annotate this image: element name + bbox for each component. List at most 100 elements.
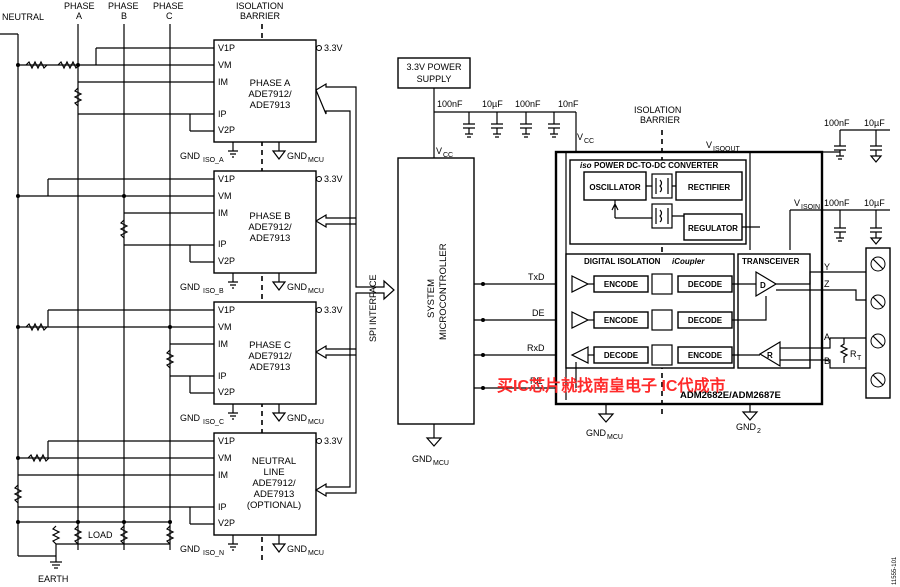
visoin: V	[794, 198, 800, 208]
supply-3v3: 3.3V	[324, 436, 343, 446]
isopower-prefix: iso	[580, 161, 592, 170]
adc-ground-symbols	[228, 142, 287, 553]
supply-3v3: 3.3V	[324, 43, 343, 53]
bus-a: A	[824, 332, 830, 342]
adm-gnd1	[597, 404, 615, 423]
cap-100nf-3: 100nF	[824, 118, 850, 128]
pin-im: IM	[218, 77, 228, 87]
adc-optional: (OPTIONAL)	[247, 500, 301, 511]
adc-name: PHASE C	[249, 340, 291, 351]
gnd2-sub: 2	[757, 428, 761, 435]
gnd-iso: GND	[180, 282, 201, 292]
system-microcontroller	[397, 157, 475, 425]
pin-v2p: V2P	[218, 125, 235, 135]
power-supply-line-2: SUPPLY	[417, 74, 452, 84]
power-supply-box	[397, 57, 471, 89]
phase-b-label: PHASE	[108, 1, 139, 11]
supply-3v3: 3.3V	[324, 174, 343, 184]
encode-txd: ENCODE	[604, 280, 639, 289]
adc-part-1: ADE7912/	[248, 222, 292, 233]
decode-de: DECODE	[688, 316, 723, 325]
adc-name: PHASE A	[250, 78, 291, 89]
pin-ip: IP	[218, 502, 227, 512]
visoout: V	[706, 140, 712, 150]
bus-b: B	[824, 356, 830, 366]
input-capacitors	[463, 112, 560, 138]
transceiver-label: TRANSCEIVER	[742, 257, 800, 266]
channel-txd	[571, 273, 733, 295]
output-capacitors	[834, 129, 890, 245]
rt-sub: T	[857, 355, 862, 362]
adc-phase-b: V1P VM IM IP V2P PHASE B ADE7912/ ADE791…	[180, 170, 343, 295]
pin-v2p: V2P	[218, 387, 235, 397]
vcc-mcu-sub: CC	[443, 152, 453, 159]
adc-phase-a: V1P VM IM IP V2P PHASE A ADE7912/ ADE791…	[180, 39, 343, 164]
phase-b-letter: B	[121, 11, 127, 21]
signal-de: DE	[532, 308, 545, 318]
cap-10nf: 10nF	[558, 99, 579, 109]
mcu-label-2: MICROCONTROLLER	[438, 243, 449, 340]
pin-v1p: V1P	[218, 305, 235, 315]
gnd-mcu-bottom: GND	[412, 454, 433, 464]
gnd-iso: GND	[180, 151, 201, 161]
bus-y: Y	[824, 262, 830, 272]
phase-c-letter: C	[166, 11, 173, 21]
adc-name: NEUTRAL	[252, 456, 296, 467]
pin-v2p: V2P	[218, 256, 235, 266]
isolation-barrier-2-line-1: ISOLATION	[634, 105, 681, 115]
phase-a-letter: A	[76, 11, 82, 21]
isolation-barrier-label-1: ISOLATION	[236, 1, 283, 11]
mcu-signal-lines	[474, 282, 570, 390]
gnd-mcu-sub: MCU	[308, 419, 324, 426]
regulator-label: REGULATOR	[688, 224, 738, 233]
figure-id: 11555-101	[892, 556, 898, 585]
gnd-mcu-sub: MCU	[308, 157, 324, 164]
adc-part-2: ADE7913	[250, 362, 291, 373]
gnd-iso: GND	[180, 413, 201, 423]
adc-part-2: ADE7913	[254, 489, 295, 500]
pin-vm: VM	[218, 60, 232, 70]
channel-de	[571, 309, 733, 331]
rt-label: R	[850, 349, 857, 359]
encode-de: ENCODE	[604, 316, 639, 325]
isolation-barrier-2-line-2: BARRIER	[640, 115, 681, 125]
cap-100nf-2: 100nF	[515, 99, 541, 109]
gnd-mcu-bottom-sub: MCU	[433, 460, 449, 467]
isopower-transformers	[611, 173, 684, 229]
transceiver-block	[737, 253, 811, 369]
cap-10uf-3: 10µF	[864, 198, 885, 208]
visoout-sub: ISOOUT	[713, 146, 741, 153]
adc-phase-c: V1P VM IM IP V2P PHASE C ADE7912/ ADE791…	[180, 301, 343, 426]
phase-c-label: PHASE	[153, 1, 184, 11]
phase-a-label: PHASE	[64, 1, 95, 11]
pin-v1p: V1P	[218, 174, 235, 184]
pin-vm: VM	[218, 191, 232, 201]
gnd-iso-sub: ISO_B	[203, 288, 224, 295]
earth-label: EARTH	[38, 574, 68, 584]
receiver-label: R	[767, 351, 773, 360]
adc-part-1: ADE7912/	[248, 351, 292, 362]
adc-part-2: ADE7913	[250, 233, 291, 244]
adc-input-wiring	[13, 47, 214, 569]
signal-re: RE	[530, 376, 543, 386]
pin-ip: IP	[218, 239, 227, 249]
encode-rxd: ENCODE	[688, 351, 723, 360]
bus-terminals	[839, 247, 891, 399]
gnd-iso-sub: ISO_C	[203, 419, 224, 426]
signal-rxd: RxD	[527, 343, 545, 353]
cap-100nf-4: 100nF	[824, 198, 850, 208]
pin-v1p: V1P	[218, 436, 235, 446]
bus-z: Z	[824, 279, 830, 289]
gnd-mcu: GND	[287, 151, 308, 161]
adc-part-1: ADE7912/	[252, 478, 296, 489]
gnd-mcu-adm: GND	[586, 428, 607, 438]
receiver-symbol	[758, 340, 781, 368]
mcu-label-1: SYSTEM	[426, 279, 437, 318]
adc-neutral-line: V1P VM IM IP V2P NEUTRAL LINE ADE7912/ A…	[180, 432, 343, 557]
part-name: ADM2682E/ADM2687E	[680, 390, 781, 401]
pin-vm: VM	[218, 322, 232, 332]
decode-rxd: DECODE	[604, 351, 639, 360]
digital-isolation-label: DIGITAL ISOLATION	[584, 257, 661, 266]
gnd-iso: GND	[180, 544, 201, 554]
